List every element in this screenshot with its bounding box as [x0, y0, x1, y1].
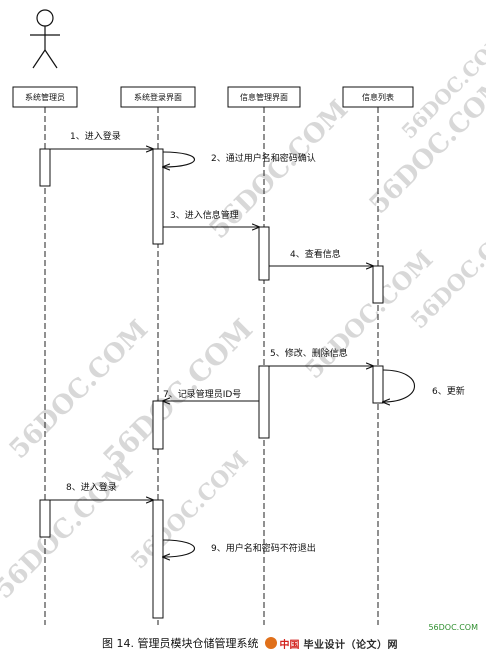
message-arrow-self — [383, 369, 415, 402]
message-arrow-self — [163, 539, 195, 557]
activation-bar — [152, 400, 164, 450]
actor-label: 信息管理界面 — [240, 92, 288, 102]
actor-box-admin: 系统管理员 — [12, 86, 78, 108]
actor-box-list: 信息列表 — [342, 86, 414, 108]
message-label: 2、通过用户名和密码确认 — [211, 152, 316, 164]
message-label: 3、进入信息管理 — [170, 209, 239, 221]
message-label: 9、用户名和密码不符退出 — [211, 542, 316, 554]
activation-bar — [39, 148, 51, 187]
message-label: 4、查看信息 — [290, 248, 341, 260]
message-arrow-self — [163, 151, 196, 167]
caption-text: 图 14. 管理员模块仓储管理系统 — [102, 637, 259, 650]
message-label: 8、进入登录 — [66, 482, 117, 493]
watermark: 56DOC.COM — [0, 454, 139, 604]
activation-bar — [372, 265, 384, 304]
activation-bar — [258, 226, 270, 281]
figure-caption: 图 14. 管理员模块仓储管理系统 中国 毕业设计（论文）网 — [0, 630, 486, 656]
activation-bar — [372, 365, 384, 404]
logo-main-text: 毕业设计（论文）网 — [303, 639, 398, 651]
message-label: 6、更新 — [432, 385, 465, 397]
activation-bar — [39, 499, 51, 538]
actor-label: 系统管理员 — [25, 92, 65, 102]
message-labels: 1、进入登录 2、通过用户名和密码确认 3、进入信息管理 4、查看信息 5、修改… — [66, 131, 465, 554]
actor-label: 系统登录界面 — [134, 92, 182, 102]
logo-mark-icon — [264, 637, 277, 649]
message-label: 7、记录管理员ID号 — [163, 388, 241, 400]
message-arrows — [50, 149, 415, 557]
logo-cn-text: 中国 — [279, 639, 300, 651]
sequence-diagram: 56DOC.COM 56DOC.COM 56DOC.COM 56DOC.COM … — [0, 9, 486, 625]
watermark: 56DOC.COM — [126, 446, 254, 574]
site-watermark: 56DOC.COM — [428, 623, 478, 632]
activation-bar — [152, 499, 164, 619]
message-label: 5、修改、删除信息 — [270, 347, 348, 359]
watermark: 56DOC.COM — [204, 94, 354, 244]
message-label: 1、进入登录 — [70, 131, 121, 142]
actor-label: 信息列表 — [362, 92, 394, 102]
actor-box-login: 系统登录界面 — [120, 86, 196, 108]
site-logo: 中国 毕业设计（论文）网 — [264, 636, 399, 651]
actor-stick-figure-icon — [30, 9, 60, 69]
activation-bars — [39, 148, 384, 619]
activation-bar — [152, 148, 164, 245]
watermark-layer: 56DOC.COM 56DOC.COM 56DOC.COM 56DOC.COM … — [0, 27, 486, 605]
actor-box-info: 信息管理界面 — [227, 86, 301, 108]
activation-bar — [258, 365, 270, 439]
